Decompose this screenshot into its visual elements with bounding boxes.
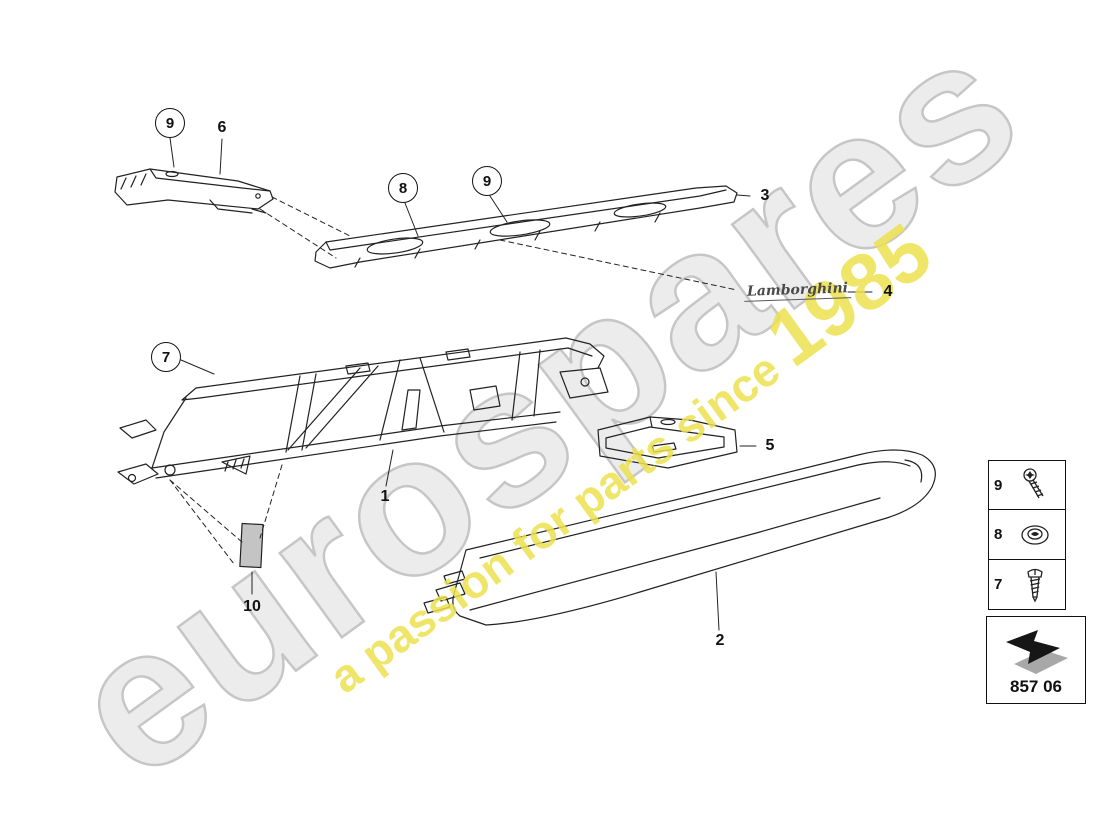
fasteners-legend: 9 8 7 (988, 460, 1066, 610)
lamborghini-script-badge: Lamborghini (743, 280, 852, 302)
callout-9-trim[interactable]: 9 (472, 166, 502, 196)
part-label-6[interactable]: 6 (217, 119, 227, 136)
part-code-box: 857 06 (986, 616, 1086, 704)
callout-7-frame[interactable]: 7 (151, 342, 181, 372)
part-3-trim-strip (314, 185, 738, 269)
part-1-support-frame (117, 337, 609, 485)
part-5-tray (597, 416, 738, 469)
tapping-screw-icon (1027, 568, 1043, 602)
dashed-connectors (169, 196, 738, 565)
part-label-5[interactable]: 5 (765, 437, 775, 454)
part-label-10[interactable]: 10 (243, 598, 261, 615)
legend-row-8[interactable]: 8 (988, 510, 1066, 560)
diagram-arrow-icon (1006, 630, 1068, 674)
diagram-line-art (114, 137, 936, 631)
legend-num-8: 8 (994, 526, 1003, 543)
callout-8-trim[interactable]: 8 (388, 173, 418, 203)
leader-lines (169, 137, 873, 631)
parts-diagram-page: eurospares (31, 0, 1086, 821)
part-2-glovebox-lid (423, 449, 936, 626)
torx-screw-icon (1023, 468, 1044, 499)
legend-row-7[interactable]: 7 (988, 560, 1066, 610)
part-label-2[interactable]: 2 (715, 632, 725, 649)
part-10-pad (239, 522, 264, 569)
part-label-3[interactable]: 3 (760, 187, 770, 204)
part-6-bracket (114, 168, 274, 214)
legend-row-9[interactable]: 9 (988, 460, 1066, 510)
legend-num-7: 7 (994, 576, 1003, 593)
part-code-text: 857 06 (1010, 677, 1062, 696)
grommet-icon (1021, 524, 1049, 545)
part-label-1[interactable]: 1 (380, 488, 390, 505)
legend-num-9: 9 (994, 476, 1003, 494)
part-label-4[interactable]: 4 (883, 283, 893, 300)
callout-9-bracket[interactable]: 9 (155, 108, 185, 138)
